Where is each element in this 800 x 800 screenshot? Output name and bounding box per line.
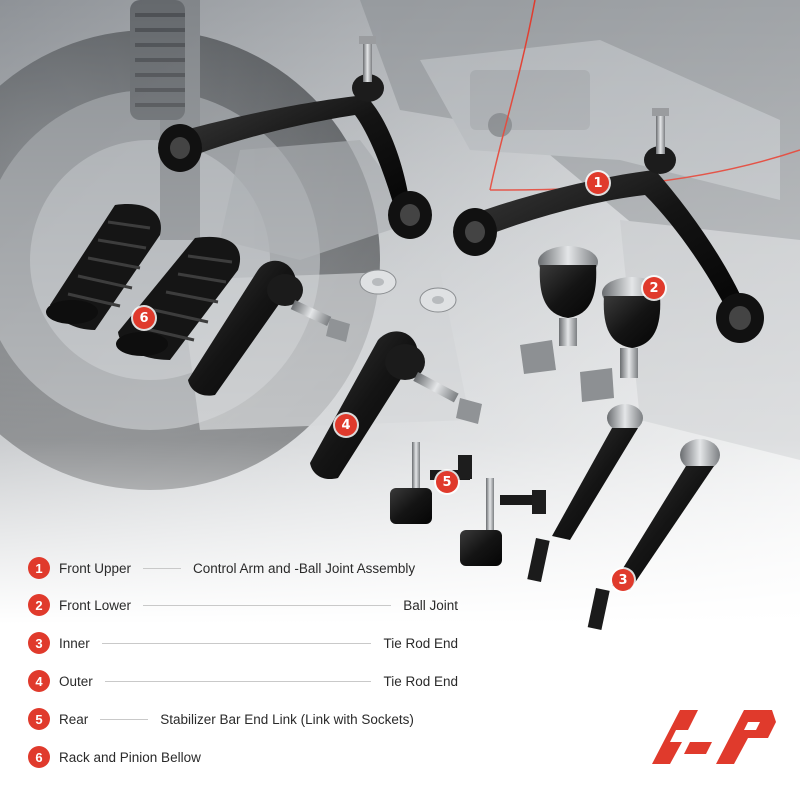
legend-number: 3: [28, 632, 50, 654]
legend-description: Control Arm and -Ball Joint Assembly: [193, 560, 416, 576]
legend-row-4: 4 Outer Tie Rod End: [28, 669, 458, 693]
legend-label: Inner: [59, 635, 90, 651]
legend-number: 2: [28, 594, 50, 616]
legend-rule: [104, 680, 372, 682]
legend-description: Tie Rod End: [383, 673, 458, 689]
inner-tie-rod-end-1: [527, 404, 643, 582]
legend-rule: [143, 604, 392, 606]
legend-rule: [143, 567, 182, 569]
legend-number: 5: [28, 708, 50, 730]
legend-row-5: 5 Rear Stabilizer Bar End Link (Link wit…: [28, 707, 458, 731]
stabilizer-end-link-2: [460, 478, 546, 566]
brand-logo-icon: [652, 710, 776, 764]
legend-rule: [101, 642, 372, 644]
legend-number: 4: [28, 670, 50, 692]
legend-number: 1: [28, 557, 50, 579]
callout-badge-6: 6: [133, 307, 155, 329]
upper-control-arm-right: [453, 108, 764, 343]
rack-pinion-bellow-2: [116, 236, 241, 360]
legend-label: Rear: [59, 711, 89, 727]
legend-label: Front Lower: [59, 597, 132, 613]
callout-badge-5: 5: [436, 471, 458, 493]
rack-pinion-bellow-1: [46, 204, 161, 330]
lower-ball-joint-1: [520, 246, 598, 374]
legend-row-1: 1 Front Upper Control Arm and -Ball Join…: [28, 556, 458, 580]
legend-description: Stabilizer Bar End Link (Link with Socke…: [160, 711, 414, 727]
callout-badge-3: 3: [612, 569, 634, 591]
legend-row-3: 3 Inner Tie Rod End: [28, 631, 458, 655]
legend-description: Tie Rod End: [383, 635, 458, 651]
legend-row-2: 2 Front Lower Ball Joint: [28, 593, 458, 617]
legend-number: 6: [28, 746, 50, 768]
upper-control-arm-left: [158, 36, 432, 239]
washers: [359, 269, 457, 313]
callout-badge-4: 4: [335, 414, 357, 436]
legend-rule: [100, 718, 149, 720]
legend-label: Outer: [59, 673, 93, 689]
outer-tie-rod-end-2: [310, 331, 482, 480]
outer-tie-rod-end-1: [188, 260, 350, 396]
callout-badge-1: 1: [587, 172, 609, 194]
callout-badge-2: 2: [643, 277, 665, 299]
inner-tie-rod-end-2: [587, 439, 720, 631]
legend-row-6: 6 Rack and Pinion Bellow: [28, 745, 458, 769]
legend-description: Ball Joint: [403, 597, 458, 613]
legend-label: Front Upper: [59, 560, 132, 576]
legend-label: Rack and Pinion Bellow: [59, 749, 201, 765]
